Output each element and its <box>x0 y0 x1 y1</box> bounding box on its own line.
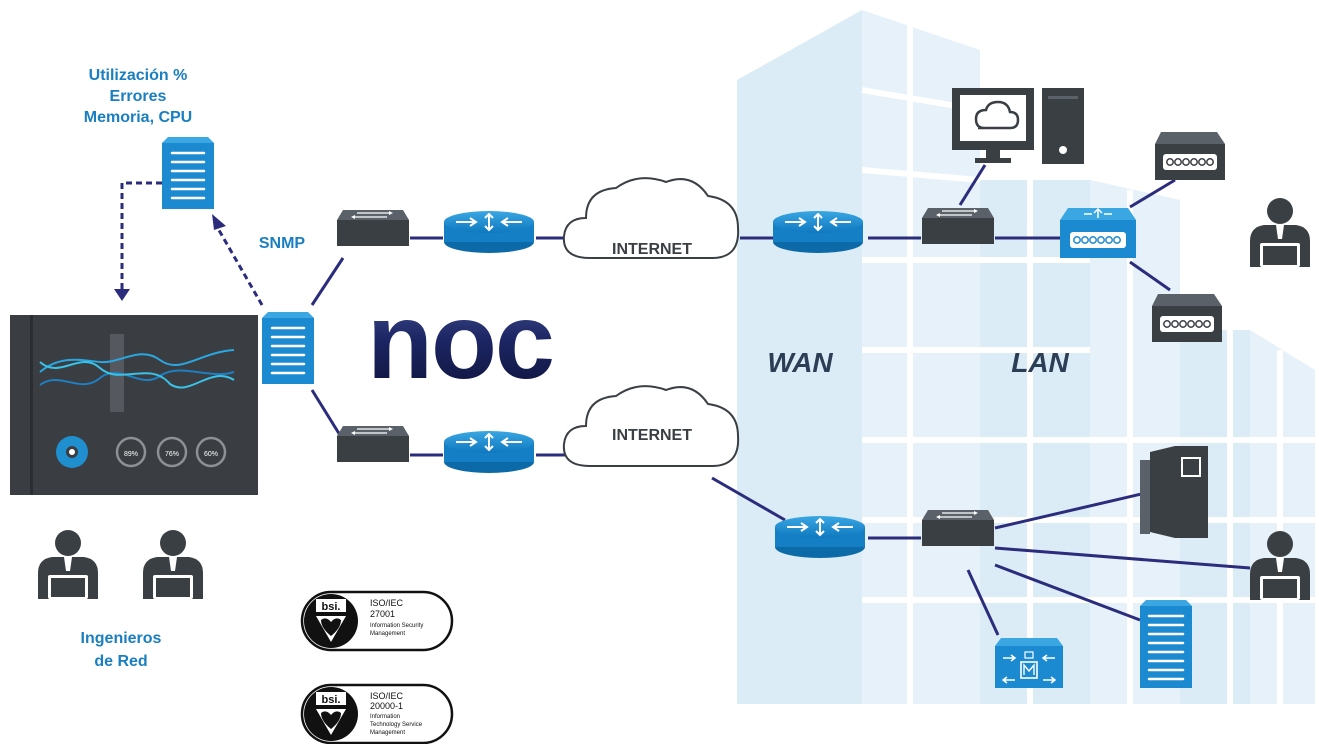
link-wifi-array-top <box>1129 178 1176 209</box>
metrics-label: Utilización % Errores Memoria, CPU <box>84 67 192 126</box>
link-server-switch-top <box>310 257 345 306</box>
rack-server-icon <box>1140 600 1192 688</box>
multiplexer-icon <box>995 638 1063 688</box>
lan-switch-icon-bottom <box>921 509 995 547</box>
engineer-person-icon <box>143 530 203 599</box>
cert-1-standard: ISO/IEC <box>370 598 404 608</box>
link-switch-rack <box>994 563 1141 622</box>
metrics-server-icon <box>160 135 216 211</box>
cert-1-number: 27001 <box>370 609 395 619</box>
lan-user-icon-top <box>1250 198 1310 267</box>
snmp-dashed-arrows <box>120 181 264 306</box>
internet-cloud-bottom: INTERNET <box>562 385 740 467</box>
lan-label: LAN <box>1011 347 1069 378</box>
link-server-switch-bottom <box>310 389 345 441</box>
cert-2-desc-2: Technology Service <box>370 722 423 728</box>
lan-switch-icon-top <box>921 207 995 245</box>
metrics-line-3: Memoria, CPU <box>84 109 192 126</box>
engineers-line-1: Ingenieros <box>81 630 162 647</box>
cert-2-desc-1: Information <box>370 714 400 720</box>
metrics-line-2: Errores <box>110 88 167 105</box>
link-cloud-wanrouter-bottom <box>711 476 786 522</box>
internet-cloud-top: INTERNET <box>562 177 740 259</box>
gauge-3-value: 60% <box>204 451 218 458</box>
metrics-line-1: Utilización % <box>89 67 188 84</box>
desktop-computer-icon <box>952 88 1084 164</box>
wan-label: WAN <box>767 347 833 378</box>
snmp-arrow <box>214 224 264 306</box>
noc-server-icon <box>260 310 316 386</box>
wan-router-icon-top <box>772 210 864 254</box>
switch-icon-top <box>336 209 410 247</box>
access-switch-icon <box>1060 207 1136 258</box>
feedback-arrowhead <box>114 289 130 301</box>
dashboard-gauge-2: 76% <box>156 436 188 468</box>
iso-27001-certification: bsi. ISO/IEC 27001 Information Security … <box>300 590 454 652</box>
cloud-top-label: INTERNET <box>612 241 692 258</box>
engineers-label: Ingenieros de Red <box>81 630 162 670</box>
wan-router-icon-bottom <box>774 515 866 559</box>
cert-2-logo: bsi. <box>322 694 341 706</box>
iso-20000-certification: bsi. ISO/IEC 20000-1 Information Technol… <box>300 683 454 744</box>
array-switch-icon-top <box>1154 131 1226 181</box>
router-icon-top <box>443 210 535 254</box>
engineers-line-2: de Red <box>94 653 147 670</box>
cert-2-number: 20000-1 <box>370 701 403 711</box>
link-switch-desktop <box>958 164 987 206</box>
cert-1-logo: bsi. <box>322 601 341 613</box>
feedback-arrow <box>120 181 162 292</box>
link-switch-user <box>994 546 1251 570</box>
cloud-bottom-label: INTERNET <box>612 427 692 444</box>
gauge-2-value: 76% <box>165 451 179 458</box>
cert-1-desc-2: Management <box>370 631 405 637</box>
gauge-1-value: 89% <box>124 451 138 458</box>
dashboard-gauge-3: 60% <box>195 436 227 468</box>
link-switch-mux <box>966 569 1000 636</box>
cert-2-desc-3: Management <box>370 730 405 736</box>
cert-1-desc-1: Information Security <box>370 623 423 629</box>
router-icon-bottom <box>443 430 535 474</box>
dashboard-gauge-1: 89% <box>115 436 147 468</box>
snmp-arrowhead <box>212 214 226 230</box>
switch-icon-bottom <box>336 425 410 463</box>
link-wifi-array-bottom <box>1129 260 1171 292</box>
mainframe-server-icon <box>1140 446 1208 538</box>
engineer-person-icon <box>38 530 98 599</box>
connection-links <box>310 164 1251 636</box>
noc-logo: noc <box>367 280 553 401</box>
monitoring-dashboard: 89% 76% 60% <box>10 315 258 495</box>
link-switch-mainframe <box>994 490 1151 530</box>
array-switch-icon-bottom <box>1151 293 1223 343</box>
snmp-label: SNMP <box>259 235 306 252</box>
cert-2-standard: ISO/IEC <box>370 691 404 701</box>
